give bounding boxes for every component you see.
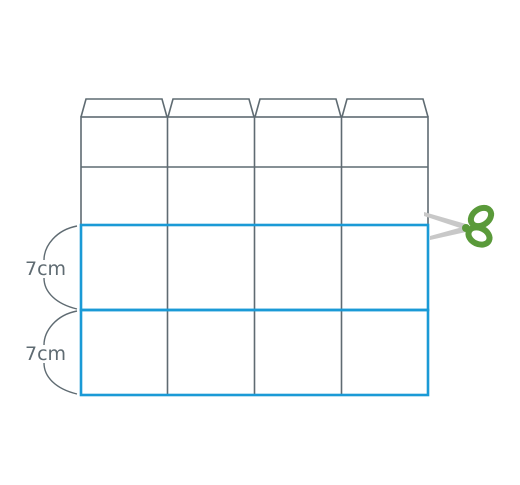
scissors-blade <box>430 226 466 240</box>
measurement-brace-upper: 7cm <box>25 225 78 310</box>
cut-strip-lower <box>79 308 430 397</box>
carton-flap <box>80 98 168 118</box>
scissors-icon <box>424 204 495 248</box>
carton-flap <box>341 98 429 118</box>
measure-label-lower: 7cm <box>25 343 66 365</box>
carton-cut-section <box>79 223 430 397</box>
carton-flap <box>254 98 342 118</box>
scissors-handle <box>467 204 495 230</box>
carton-upper-section <box>80 116 429 226</box>
brace-curve <box>43 225 78 310</box>
brace-curve <box>43 310 78 395</box>
scissors-handle <box>465 224 493 248</box>
scissors-blade <box>424 212 466 230</box>
carton-top-flaps <box>80 98 429 118</box>
measurement-brace-lower: 7cm <box>25 310 78 395</box>
carton-flap <box>167 98 255 118</box>
measure-label-upper: 7cm <box>25 258 66 280</box>
